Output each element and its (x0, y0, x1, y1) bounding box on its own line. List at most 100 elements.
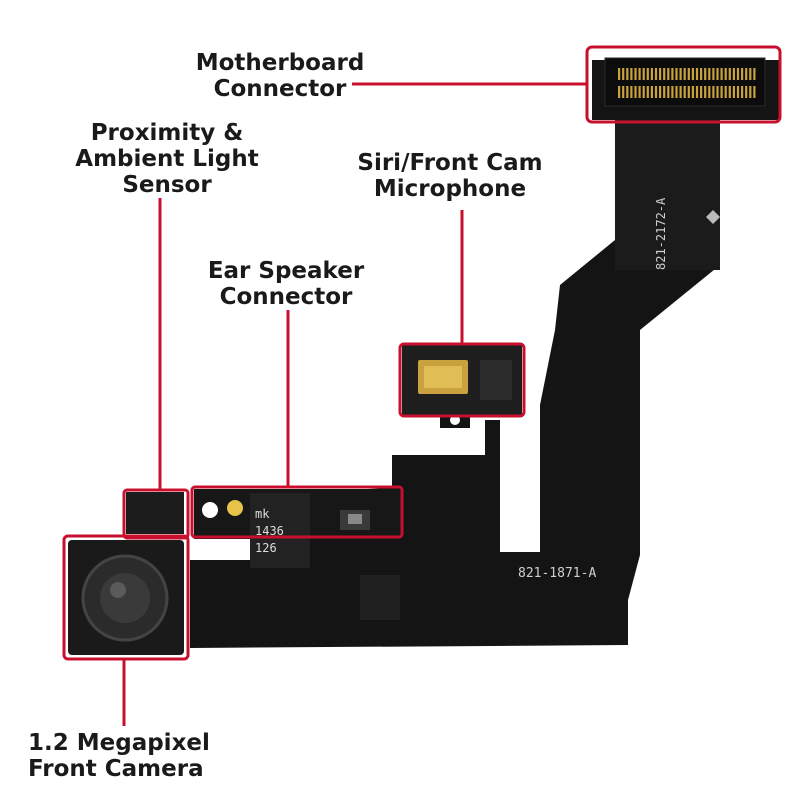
connector-pins (618, 68, 756, 98)
connector-pin (622, 86, 625, 98)
connector-pin (741, 86, 744, 98)
proximity-sensor-label: Proximity & Ambient Light Sensor (72, 120, 262, 198)
connector-pin (700, 86, 703, 98)
connector-pin (716, 68, 719, 80)
speaker-pad-right (227, 500, 243, 516)
connector-pin (724, 86, 727, 98)
mic-components (480, 360, 512, 400)
camera-lens-core (110, 582, 126, 598)
connector-pin (679, 86, 682, 98)
mounting-hole (680, 342, 696, 358)
connector-pin (732, 68, 735, 80)
connector-pin (745, 68, 748, 80)
connector-pin (687, 68, 690, 80)
connector-pin (716, 86, 719, 98)
ear-speaker-callout (190, 485, 404, 539)
ear-speaker-connector-label: Ear Speaker Connector (196, 258, 376, 310)
connector-pin (646, 86, 649, 98)
connector-pin (626, 86, 629, 98)
connector-pin (712, 86, 715, 98)
connector-pin (634, 86, 637, 98)
label-line: Connector (213, 76, 347, 102)
connector-pin (683, 68, 686, 80)
chip-text-2: 1436 (255, 524, 284, 538)
camera-lens-inner (100, 573, 150, 623)
front-camera-callout (62, 534, 190, 661)
connector-pin (687, 86, 690, 98)
label-line: Microphone (373, 176, 527, 202)
connector-pin (667, 86, 670, 98)
connector-pin (691, 68, 694, 80)
microphone-element-inner (424, 366, 462, 388)
label-line: Ear Speaker (207, 258, 365, 284)
connector-pin (659, 86, 662, 98)
connector-pin (642, 68, 645, 80)
label-line: Proximity & (90, 120, 244, 146)
alignment-mark (706, 210, 720, 224)
label-line: Connector (219, 284, 353, 310)
label-line: Siri/Front Cam (357, 150, 543, 176)
connector-pin (630, 86, 633, 98)
connector-pin (704, 86, 707, 98)
connector-pin (753, 86, 756, 98)
connector-pin (708, 86, 711, 98)
connector-pin (704, 68, 707, 80)
connector-pin (736, 68, 740, 80)
connector-pin (671, 86, 674, 98)
sensor-chip (250, 493, 310, 568)
connector-pin (753, 68, 756, 80)
label-line: Ambient Light (75, 146, 259, 172)
connector-pin (724, 68, 727, 80)
connector-pin (634, 68, 637, 80)
connector-pin (749, 86, 752, 98)
connector-pin (667, 68, 670, 80)
connector-pin (671, 68, 674, 80)
connector-pin (630, 68, 633, 80)
connector-pin (728, 86, 731, 98)
connector-pin (745, 86, 748, 98)
label-line: Front Camera (28, 756, 204, 782)
connector-pin (695, 68, 699, 80)
label-line: Motherboard (195, 50, 365, 76)
motherboard-connector-body (604, 57, 766, 107)
connector-pin (618, 68, 621, 80)
connector-pin (654, 86, 658, 98)
connector-pin (659, 68, 662, 80)
connector-pin (728, 68, 731, 80)
label-line: Sensor (122, 172, 212, 198)
connector-pin (663, 68, 666, 80)
part-number-bottom: 821-1871-A (518, 566, 596, 581)
connector-pin (712, 68, 715, 80)
connector-pin (626, 68, 629, 80)
siri-microphone-label: Siri/Front Cam Microphone (340, 150, 560, 202)
chip-text-3: 126 (255, 541, 277, 555)
connector-pin (675, 68, 678, 80)
connector-pin (638, 86, 641, 98)
connector-pin (741, 68, 744, 80)
speaker-contact-light (348, 514, 362, 524)
connector-pin (675, 86, 678, 98)
connector-pin (736, 86, 740, 98)
part-number-top: 821-2172-A (654, 197, 668, 270)
connector-pin (646, 68, 649, 80)
motherboard-connector-label: Motherboard Connector (185, 50, 375, 102)
connector-pin (749, 68, 752, 80)
proximity-sensor-module (126, 492, 184, 534)
connector-pin (650, 68, 653, 80)
connector-pin (691, 86, 694, 98)
connector-pin (642, 86, 645, 98)
connector-pin (700, 68, 703, 80)
connector-pin (720, 86, 723, 98)
chip-text-1: mk (255, 507, 270, 521)
label-line: 1.2 Megapixel (28, 730, 210, 756)
connector-pin (695, 86, 699, 98)
connector-pin (679, 68, 682, 80)
connector-pin (732, 86, 735, 98)
connector-pin (683, 86, 686, 98)
connector-pin (650, 86, 653, 98)
lower-connector (360, 575, 400, 620)
front-camera-label: 1.2 Megapixel Front Camera (28, 730, 248, 782)
connector-pin (663, 86, 666, 98)
